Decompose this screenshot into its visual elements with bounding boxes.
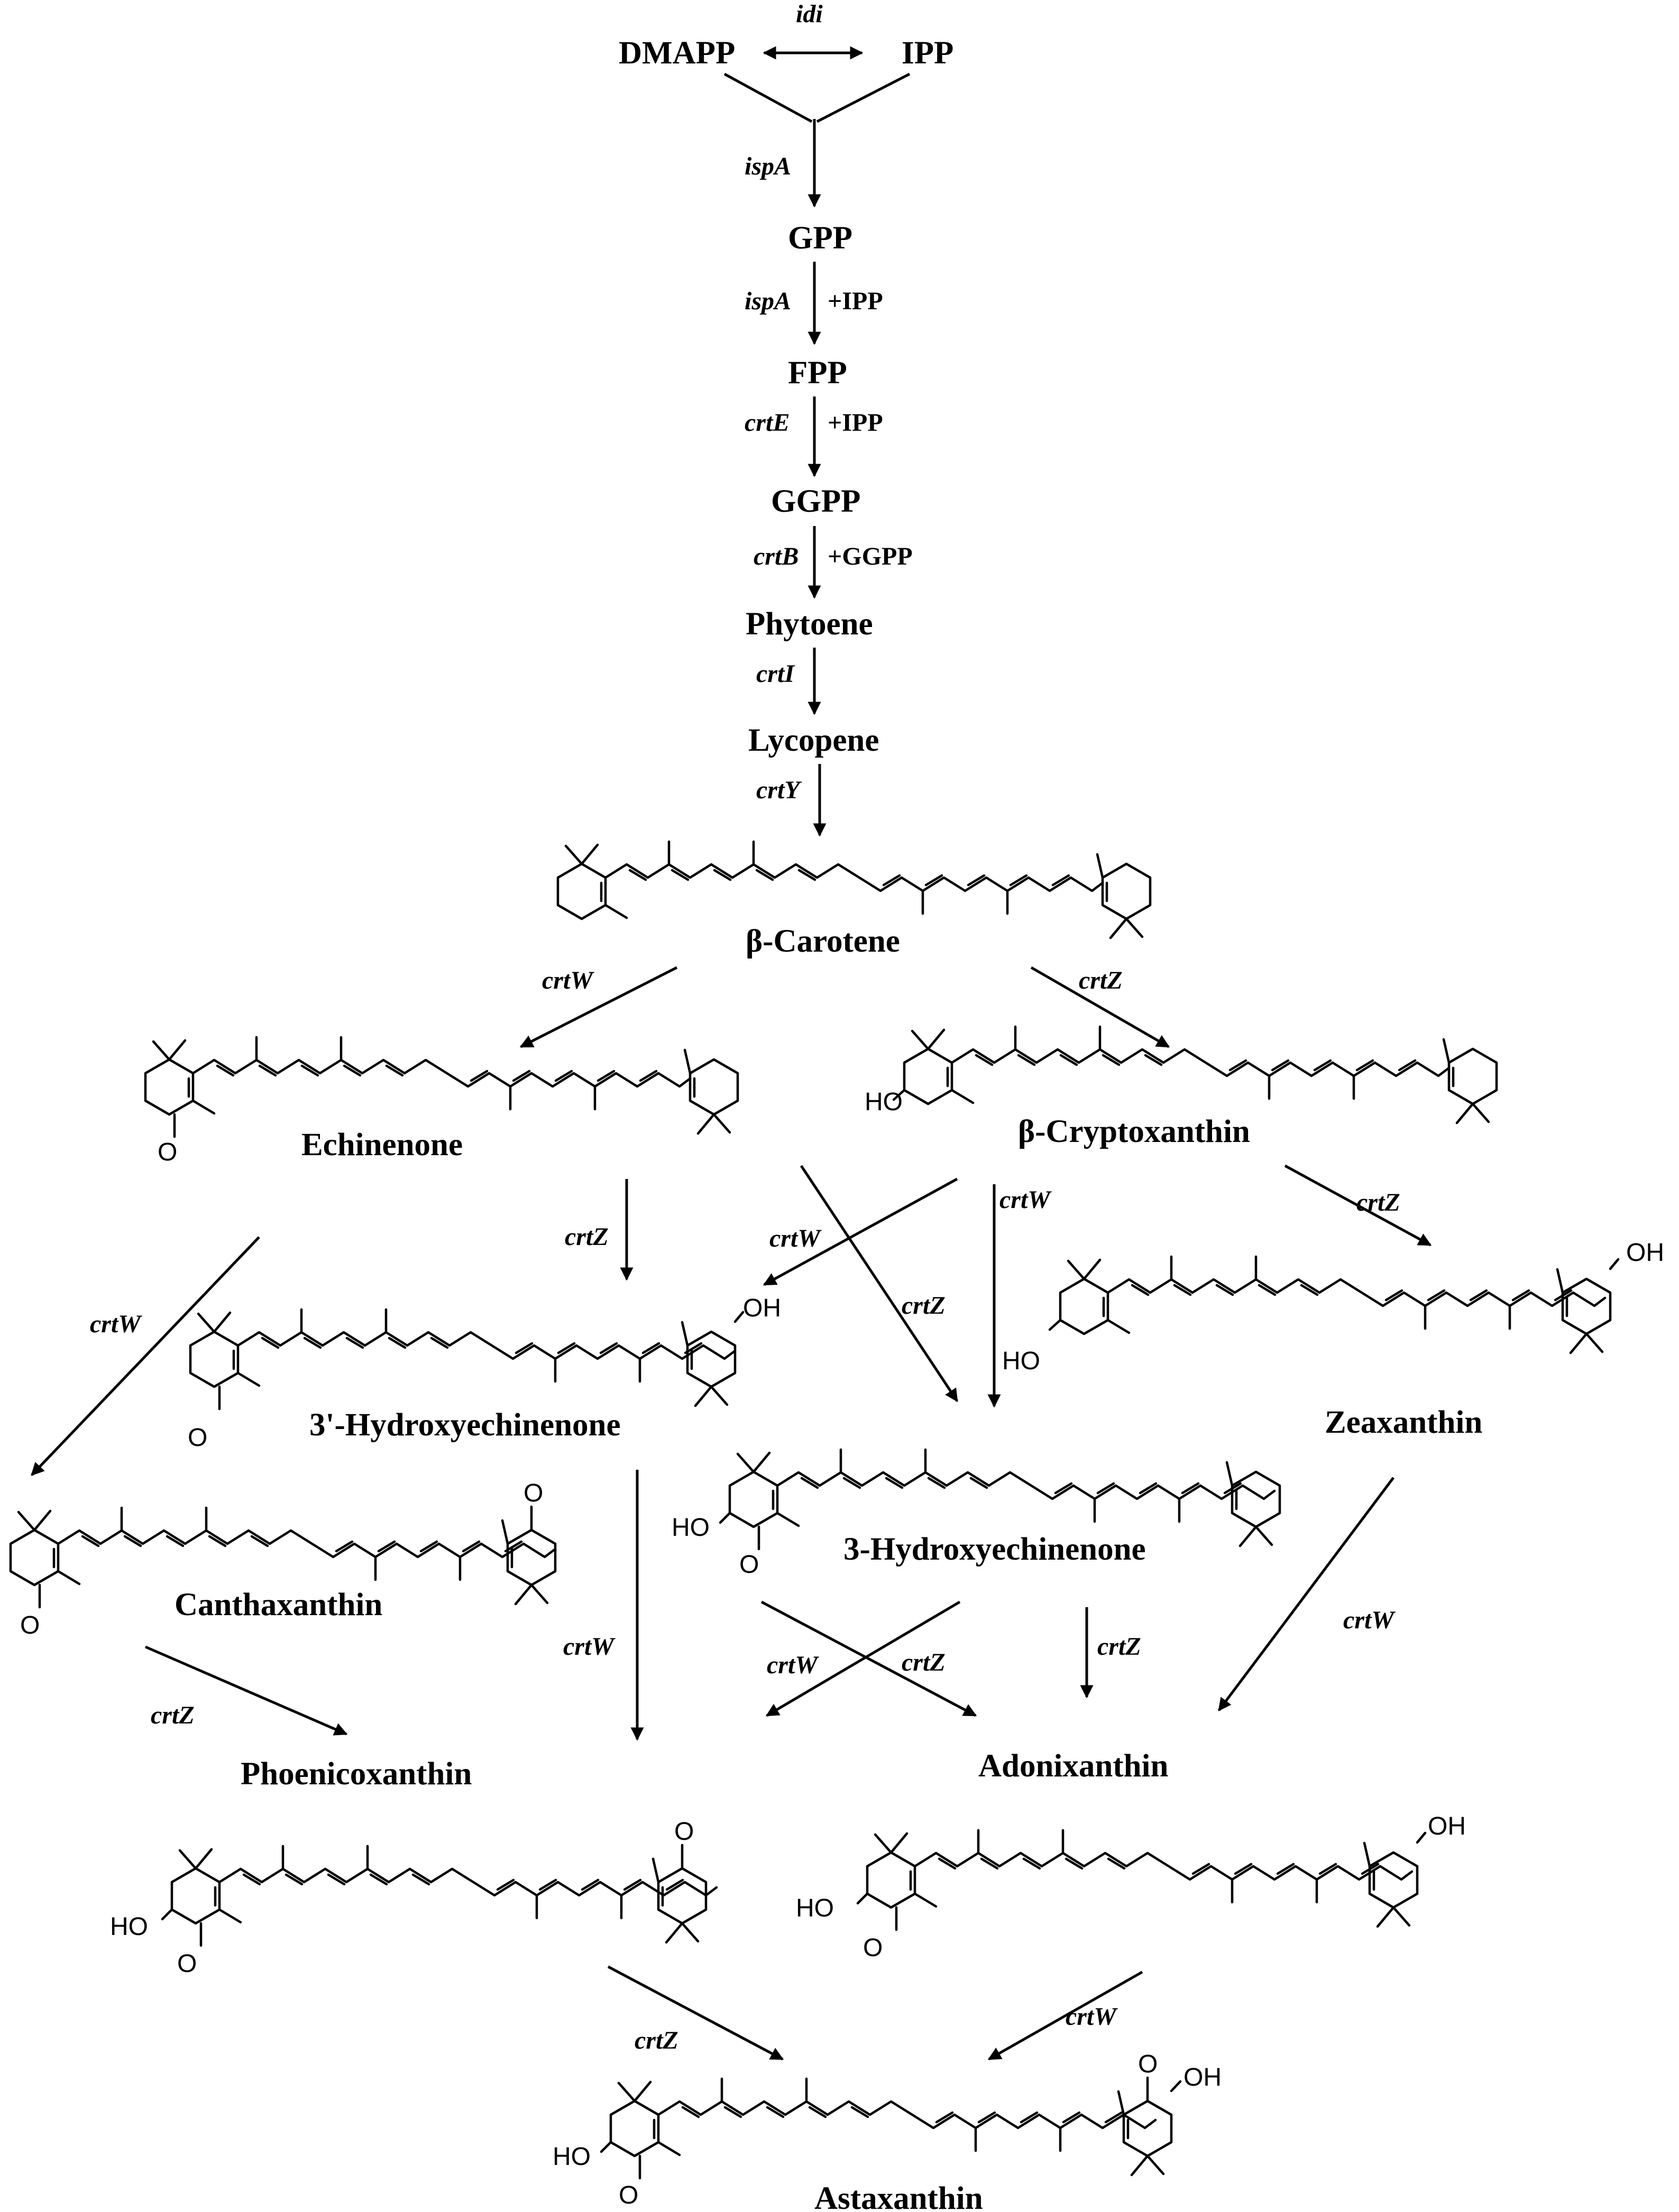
crtz-gene-label-3: crtZ — [902, 1292, 946, 1320]
adonixanthin-hydroxyl-right: OH — [1428, 1812, 1466, 1840]
crtb-gene-label: crtB — [754, 542, 799, 570]
canthaxanthin-oxygen-right: O — [524, 1479, 543, 1507]
hydroxyechinenone-3p-structure — [190, 1310, 745, 1411]
zeaxanthin-hydroxyl-left: HO — [1002, 1347, 1040, 1375]
astaxanthin-hydroxyl-left: HO — [553, 2143, 591, 2171]
crtw-gene-label-8: crtW — [1066, 2003, 1118, 2031]
zeaxanthin-structure — [1048, 1257, 1620, 1353]
crtz-gene-label-6: crtZ — [902, 1648, 946, 1676]
echinenone-label: Echinenone — [301, 1127, 463, 1163]
beta-cryptoxanthin-hydroxyl: HO — [865, 1088, 903, 1116]
crtw-arrow-3-hydroxyechinenone-cross — [765, 1600, 961, 1717]
crtz-gene-label-5: crtZ — [151, 1701, 195, 1729]
crtw-gene-label-7: crtW — [767, 1651, 819, 1679]
crtz-gene-label-8: crtZ — [635, 2026, 678, 2054]
crtz-arrow-phoenicoxanthin — [607, 1965, 784, 2061]
phoenicoxanthin-oxygen-left: O — [177, 1950, 197, 1978]
zeaxanthin-label: Zeaxanthin — [1325, 1405, 1482, 1440]
crte-gene-label: crtE — [745, 409, 790, 437]
canthaxanthin-oxygen-left: O — [20, 1611, 40, 1639]
beta-cryptoxanthin-structure — [892, 1027, 1497, 1123]
idi-gene-label: idi — [796, 0, 823, 28]
astaxanthin-hydroxyl-right: OH — [1183, 2063, 1222, 2091]
echinenone-structure — [145, 1037, 738, 1138]
ipp-cofactor-label-2: +IPP — [828, 409, 883, 437]
crtz-arrow-echinenone-3 — [800, 1165, 959, 1403]
ipp-label: IPP — [902, 35, 953, 71]
astaxanthin-oxygen-right: O — [1138, 2050, 1158, 2078]
echinenone-oxygen: O — [158, 1138, 177, 1166]
ipp-cofactor-label-1: +IPP — [828, 287, 883, 315]
crtw-gene-label-3: crtW — [769, 1224, 822, 1252]
crtw-gene-label-5: crtW — [563, 1633, 616, 1661]
phoenicoxanthin-hydroxyl: HO — [110, 1913, 148, 1941]
crtz-gene-label-7: crtZ — [1097, 1633, 1141, 1661]
hydroxyechinenone-3-oxygen: O — [739, 1551, 759, 1579]
crtw-gene-label-6: crtW — [1343, 1606, 1396, 1634]
hydroxyechinenone-3p-oxygen: O — [188, 1424, 207, 1452]
crtw-arrow-zeaxanthin — [1218, 1477, 1394, 1711]
hydroxyechinenone-3p-hydroxyl: OH — [743, 1294, 781, 1322]
crtz-gene-label-4: crtZ — [1356, 1188, 1400, 1216]
crtw-arrow-echinenone — [31, 1236, 260, 1476]
phoenicoxanthin-structure — [161, 1844, 717, 1947]
crti-gene-label: crtI — [756, 660, 795, 688]
dmapp-label: DMAPP — [619, 35, 735, 71]
ipp-merge-line — [816, 72, 911, 123]
hydroxyechinenone-3-label: 3-Hydroxyechinenone — [843, 1532, 1146, 1567]
crty-gene-label: crtY — [756, 776, 802, 804]
crtw-arrow-carotene — [519, 966, 678, 1048]
crtz-arrow-carotene — [1030, 966, 1170, 1048]
crtz-arrow-canthaxanthin — [145, 1645, 348, 1736]
ggpp-cofactor-label: +GGPP — [828, 542, 913, 570]
crtw-arrow-cryptoxanthin — [763, 1177, 958, 1286]
beta-cryptoxanthin-label: β-Cryptoxanthin — [1018, 1114, 1250, 1149]
hydroxyechinenone-3p-label: 3'-Hydroxyechinenone — [309, 1407, 621, 1443]
astaxanthin-label: Astaxanthin — [814, 2181, 983, 2212]
crtz-arrow-3-hydroxyechinenone-cross — [760, 1600, 977, 1717]
crtw-gene-label-2: crtW — [90, 1310, 142, 1338]
canthaxanthin-structure — [11, 1505, 555, 1609]
lycopene-label: Lycopene — [748, 723, 879, 758]
adonixanthin-structure — [856, 1830, 1427, 1931]
phytoene-label: Phytoene — [746, 606, 873, 642]
crtz-gene-label-2: crtZ — [565, 1223, 609, 1251]
fpp-label: FPP — [788, 355, 847, 391]
dmapp-merge-line — [723, 72, 813, 123]
ispa-gene-label-1: ispA — [745, 152, 791, 180]
crtw-gene-label-4: crtW — [999, 1186, 1052, 1214]
astaxanthin-structure — [600, 2076, 1182, 2180]
hydroxyechinenone-3-structure — [719, 1450, 1280, 1551]
adonixanthin-label: Adonixanthin — [978, 1748, 1168, 1784]
phoenicoxanthin-label: Phoenicoxanthin — [241, 1756, 472, 1792]
gpp-label: GPP — [788, 220, 852, 256]
adonixanthin-hydroxyl-left: HO — [796, 1894, 834, 1922]
ispa-gene-label-2: ispA — [745, 287, 791, 315]
crtw-gene-label-1: crtW — [542, 966, 594, 994]
hydroxyechinenone-3-hydroxyl: HO — [672, 1514, 710, 1542]
zeaxanthin-hydroxyl-right: OH — [1626, 1239, 1664, 1267]
crtz-arrow-cryptoxanthin — [1284, 1164, 1432, 1247]
canthaxanthin-label: Canthaxanthin — [175, 1587, 382, 1623]
adonixanthin-oxygen: O — [863, 1934, 883, 1962]
beta-carotene-label: β-Carotene — [746, 924, 900, 959]
crtz-gene-label-1: crtZ — [1079, 966, 1123, 994]
astaxanthin-oxygen-left: O — [619, 2181, 638, 2209]
crtw-arrow-adonixanthin — [987, 1970, 1143, 2061]
ggpp-label: GGPP — [771, 484, 860, 519]
phoenicoxanthin-oxygen-right: O — [674, 1818, 694, 1846]
